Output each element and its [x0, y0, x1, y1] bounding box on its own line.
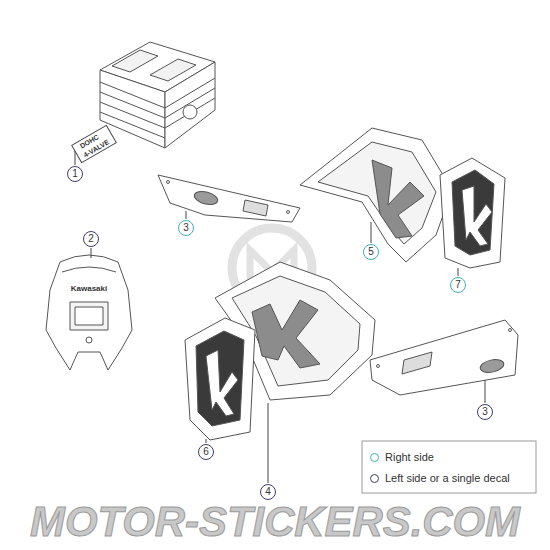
- headlight-fairing: [46, 255, 132, 370]
- callout-circle: 7: [450, 277, 466, 293]
- tank-shroud-right: [300, 128, 452, 262]
- legend-entry: Left side or a single decal: [370, 472, 510, 484]
- callout-circle: 3: [178, 220, 194, 236]
- callout-circle: 6: [198, 444, 214, 460]
- cylinder-head: [100, 42, 215, 148]
- callout-number: 1: [72, 169, 78, 179]
- callout-circle: 3: [477, 404, 493, 420]
- radiator-panel-right: [440, 158, 505, 268]
- legend-swatch: [370, 474, 379, 483]
- legend-box: [362, 441, 536, 493]
- leader-lines: [75, 151, 485, 483]
- callout-number: 7: [455, 280, 461, 290]
- callout-number: 6: [203, 447, 209, 457]
- callout-number: 4: [265, 487, 271, 497]
- callout-circle: 4: [260, 484, 276, 500]
- legend-swatch: [370, 453, 379, 462]
- side-panel-right: [370, 320, 518, 395]
- callout-number: 3: [482, 407, 488, 417]
- legend-text: Right side: [385, 451, 434, 463]
- callout-circle: 2: [83, 231, 99, 247]
- brand-text: Kawasaki: [71, 285, 107, 293]
- callout-circle: 1: [67, 166, 83, 182]
- watermark-text: MOTOR-STICKERS.COM: [30, 501, 520, 543]
- legend-text: Left side or a single decal: [385, 472, 510, 484]
- callout-circle: 5: [363, 244, 379, 260]
- callout-number: 3: [183, 223, 189, 233]
- legend-entry: Right side: [370, 451, 434, 463]
- radiator-panel-left: [185, 318, 255, 440]
- callout-number: 2: [88, 234, 94, 244]
- callout-number: 5: [368, 247, 374, 257]
- side-panel-left: [158, 175, 300, 222]
- dohc-decal: [72, 125, 117, 162]
